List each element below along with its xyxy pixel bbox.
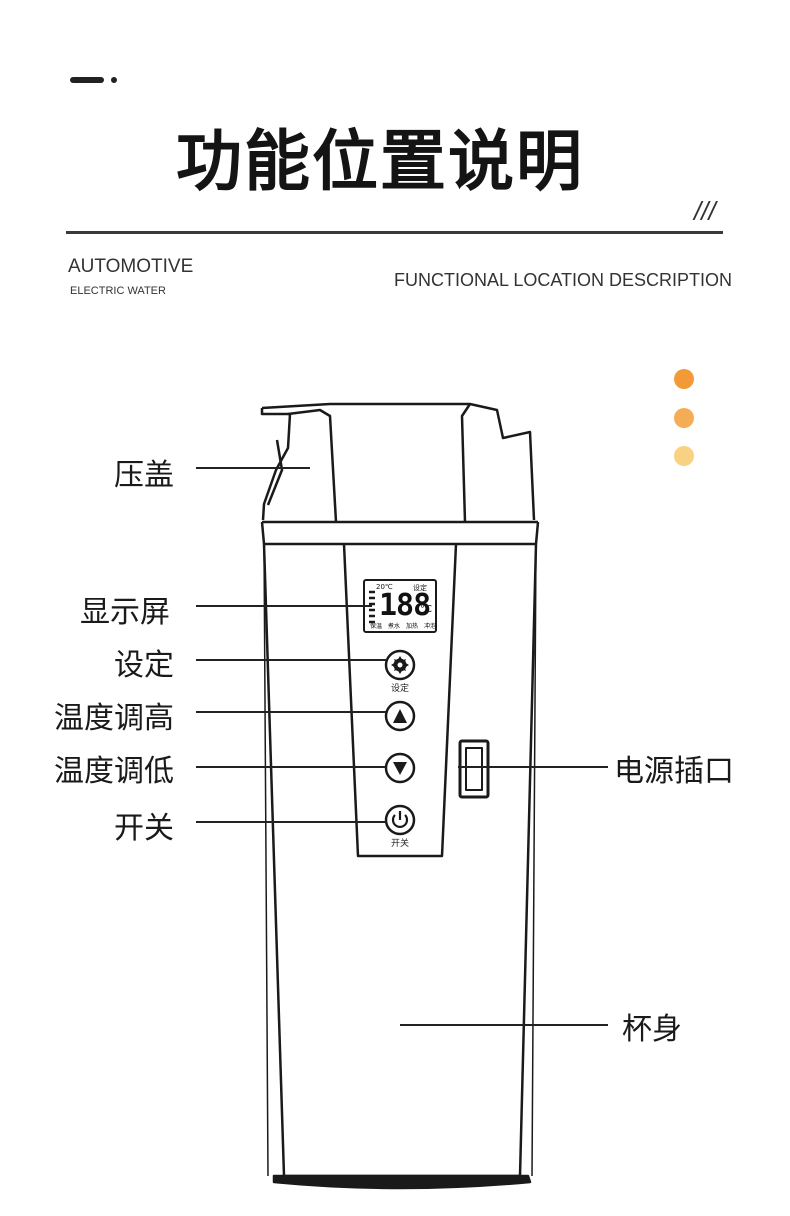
cup-body-right-shade (531, 543, 537, 1177)
power-button-ring (384, 804, 416, 836)
lid-inner-right (460, 403, 472, 523)
label-temp-down: 温度调低 (54, 754, 174, 789)
label-body: 杯身 (622, 1012, 682, 1047)
arrow-down-icon (393, 762, 407, 775)
power-port-outline (458, 739, 490, 799)
lcd-mode-1: 保温 (370, 623, 383, 630)
lcd-temperature-digits: 188 (379, 588, 431, 623)
label-power-port: 电源插口 (614, 754, 734, 789)
set-button-ring (384, 649, 416, 681)
orange-dot-2 (674, 408, 694, 428)
power-port-inner (465, 747, 483, 791)
lid-left-edge (260, 408, 292, 521)
subtitle-automotive: AUTOMOTIVE (68, 256, 194, 277)
lid-inner-left (287, 408, 338, 523)
temp-up-button-ring (384, 700, 416, 732)
leader-set (196, 659, 386, 661)
header-divider (66, 231, 723, 234)
leader-temp-down (196, 766, 386, 768)
arrow-up-icon (393, 709, 407, 723)
cup-body-left-shade (263, 543, 269, 1177)
label-power: 开关 (114, 811, 174, 846)
temp-down-button-ring (384, 752, 416, 784)
power-button-caption: 开关 (391, 839, 410, 849)
lcd-mode-3: 加热 (405, 623, 418, 630)
leader-display (196, 605, 372, 607)
set-button-caption: 设定 (391, 684, 410, 694)
leader-temp-up (196, 711, 386, 713)
leader-body (400, 1024, 608, 1026)
leader-power-port (458, 766, 608, 768)
lcd-temperature-unit: °C (420, 604, 432, 615)
lcd-mode-2: 煮水 (387, 623, 400, 630)
lcd-top-right: 设定 (413, 584, 427, 592)
orange-dot-3 (674, 446, 694, 466)
lid-handle-shade (266, 439, 284, 506)
label-set: 设定 (114, 648, 174, 683)
label-display: 显示屏 (80, 595, 170, 630)
subtitle-electric-water: ELECTRIC WATER (70, 285, 166, 297)
header-dash-decoration (70, 77, 104, 83)
header-dot-decoration (111, 77, 117, 83)
orange-dot-1 (674, 369, 694, 389)
lcd-mode-4: 冲泡 (423, 623, 436, 630)
power-icon (391, 811, 409, 828)
lcd-top-left: 20℃ (376, 583, 393, 591)
leader-lid (196, 467, 310, 469)
control-panel (342, 543, 458, 858)
page-title: 功能位置说明 (176, 123, 584, 200)
slash-decoration: /// (694, 196, 716, 226)
subtitle-functional-location: FUNCTIONAL LOCATION DESCRIPTION (394, 270, 733, 290)
lcd-mode-row: 保温 煮水 加热 冲泡 (370, 621, 436, 630)
label-lid: 压盖 (114, 458, 174, 493)
leader-power (196, 821, 386, 823)
cup-base (272, 1174, 532, 1190)
lid-outline (261, 402, 536, 521)
label-temp-up: 温度调高 (54, 701, 174, 736)
